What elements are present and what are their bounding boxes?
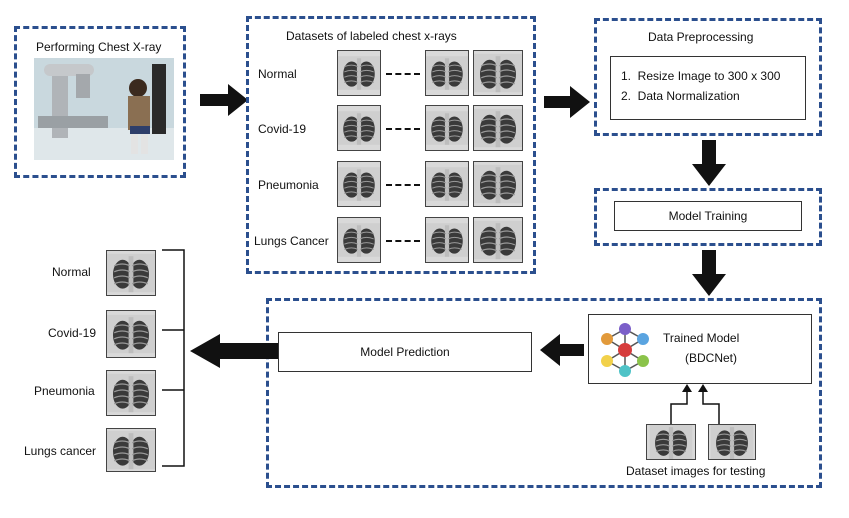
arrow-training-to-deployment [692,250,726,296]
xray-machine-illustration [34,58,174,160]
output-xray-normal [106,250,156,296]
ellipsis-connector [386,240,420,242]
ellipsis-connector [386,73,420,75]
output-xray-pneumonia [106,370,156,416]
xray-thumbnail [473,161,523,207]
preprocessing-panel [594,18,822,136]
arrow-acquisition-to-datasets [200,84,248,116]
preprocessing-step-normalize: 2. Data Normalization [621,89,740,103]
arrow-model-to-prediction [540,334,584,366]
output-label-covid: Covid-19 [48,326,97,340]
model-prediction-box: Model Prediction [278,332,532,372]
trained-model-title: Trained Model [663,331,740,345]
model-prediction-label: Model Prediction [360,345,450,359]
testing-xray-thumbnail [646,424,696,460]
acquisition-panel [14,26,186,178]
output-xray-lungs-cancer [106,428,156,472]
xray-thumbnail [425,105,469,151]
preprocessing-steps-box: 1. Resize Image to 300 x 300 2. Data Nor… [610,56,806,120]
datasets-title: Datasets of labeled chest x-rays [286,29,457,43]
xray-thumbnail [337,161,381,207]
deployment-panel [266,298,822,488]
output-label-lungs-cancer: Lungs cancer [24,444,97,458]
training-panel [594,188,822,246]
trained-model-box: Trained Model (BDCNet) [588,314,812,384]
xray-thumbnail [425,217,469,263]
testing-xray-thumbnail [708,424,756,460]
xray-thumbnail [425,50,469,96]
trained-model-name: (BDCNet) [685,351,738,365]
datasets-panel [246,16,536,274]
xray-thumbnail [337,105,381,151]
neural-network-icon [601,323,649,377]
preprocessing-step-resize: 1. Resize Image to 300 x 300 [621,69,781,83]
xray-thumbnail [337,50,381,96]
xray-thumbnail [425,161,469,207]
dataset-label-lungs-cancer: Lungs Cancer [254,234,329,248]
ellipsis-connector [386,128,420,130]
arrow-preprocessing-to-training [692,140,726,186]
acquisition-title: Performing Chest X-ray [36,40,162,54]
testing-input-arrows [670,384,720,424]
ellipsis-connector [386,184,420,186]
arrow-datasets-to-preprocessing [544,86,590,118]
output-label-normal: Normal [52,265,91,279]
dataset-label-pneumonia: Pneumonia [258,178,319,192]
output-label-pneumonia: Pneumonia [34,384,95,398]
xray-thumbnail [337,217,381,263]
dataset-label-covid: Covid-19 [258,122,307,136]
xray-thumbnail [473,105,523,151]
xray-thumbnail [473,50,523,96]
model-training-box: Model Training [614,201,802,231]
xray-thumbnail [473,217,523,263]
output-bracket [162,249,185,467]
preprocessing-title: Data Preprocessing [648,30,754,44]
output-xray-covid [106,310,156,358]
model-training-label: Model Training [668,209,748,223]
arrow-prediction-to-outputs [190,334,278,368]
dataset-label-normal: Normal [258,67,297,81]
testing-caption: Dataset images for testing [626,464,766,478]
